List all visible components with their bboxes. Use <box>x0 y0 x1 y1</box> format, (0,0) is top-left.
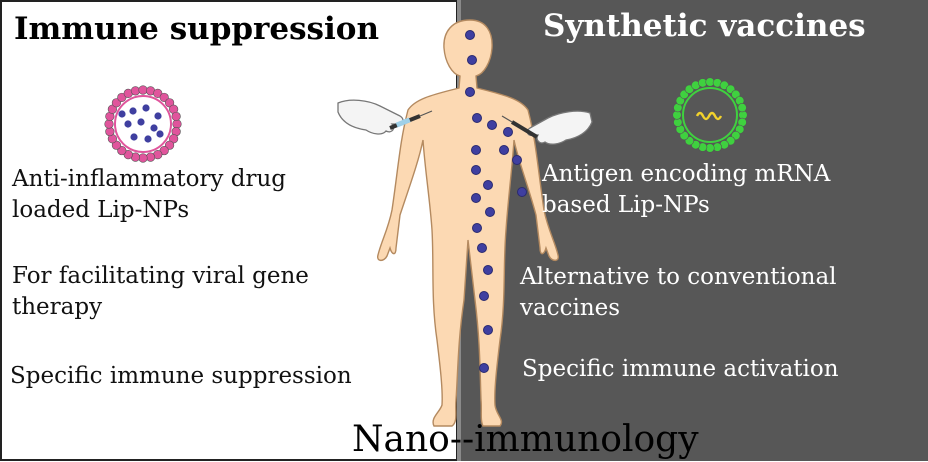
right-text-alt-line1: Alternative to conventional <box>520 264 837 290</box>
right-text-alternative: Alternative to conventional vaccines <box>520 262 837 324</box>
drug-liposome-icon <box>104 85 182 163</box>
right-text-specific-activation: Specific immune activation <box>522 356 839 382</box>
synthetic-vaccines-title: Synthetic vaccines <box>543 8 866 44</box>
injecting-hand-right <box>501 110 593 145</box>
injecting-hand-left <box>337 99 433 135</box>
left-text-drug-line1: Anti-inflammatory drug <box>12 166 286 192</box>
left-text-gene-therapy: For facilitating viral gene therapy <box>12 261 309 323</box>
right-text-mrna-line1: Antigen encoding mRNA <box>542 161 831 187</box>
immune-suppression-title: Immune suppression <box>14 11 379 47</box>
nanoparticle-dots <box>465 30 527 373</box>
left-text-drug: Anti-inflammatory drug loaded Lip-NPs <box>12 164 286 226</box>
nano-immunology-caption: Nano--immunology <box>352 419 699 460</box>
left-text-gene-line1: For facilitating viral gene <box>12 263 309 289</box>
right-text-mrna-line2: based Lip-NPs <box>542 192 710 218</box>
right-text-alt-line2: vaccines <box>520 295 621 321</box>
mrna-liposome-icon <box>672 77 748 153</box>
synthetic-vaccines-panel <box>458 0 928 461</box>
left-text-specific-suppression: Specific immune suppression <box>10 363 352 389</box>
left-text-drug-line2: loaded Lip-NPs <box>12 197 190 223</box>
immune-suppression-panel <box>0 0 458 461</box>
right-text-mrna: Antigen encoding mRNA based Lip-NPs <box>542 159 830 221</box>
left-text-gene-line2: therapy <box>12 294 103 320</box>
